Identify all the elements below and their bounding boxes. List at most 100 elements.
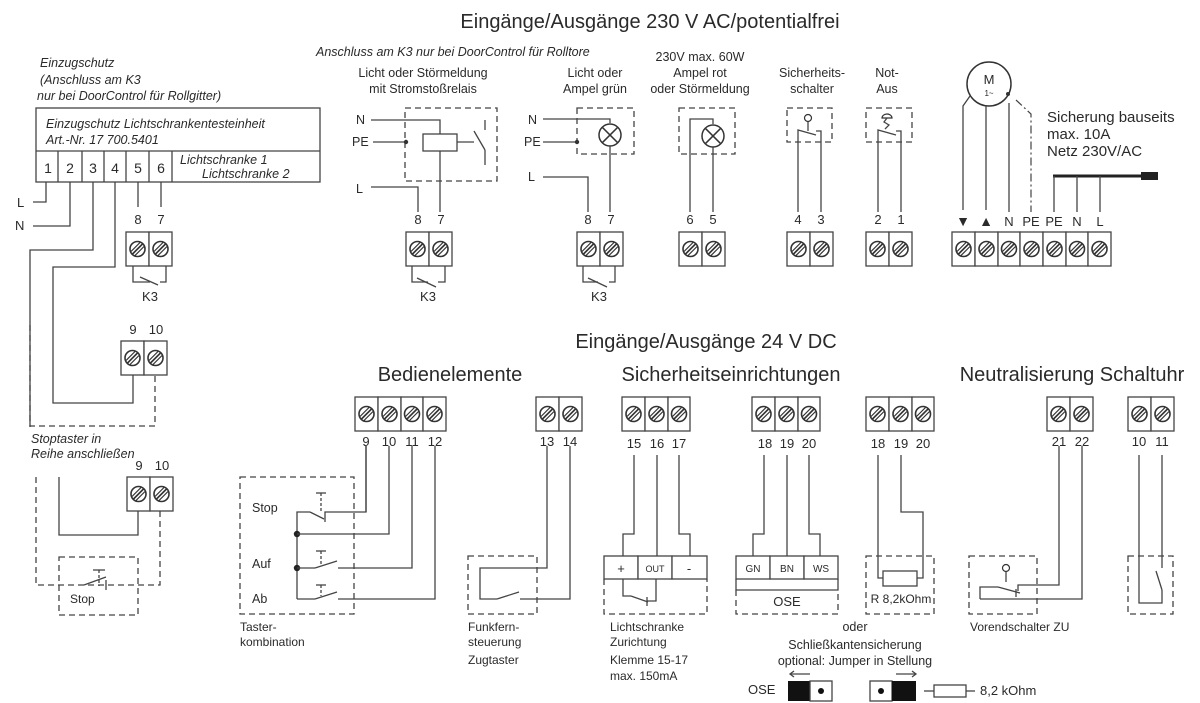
motor-pin-PE: PE xyxy=(1022,214,1040,229)
green-N: N xyxy=(528,113,537,127)
taster-ab: Ab xyxy=(252,592,267,606)
einzug-note-1: Einzugschutz xyxy=(40,56,115,70)
neutralisierung-title: Neutralisierung Schaltuhr xyxy=(960,364,1185,386)
taster-pin-12: 12 xyxy=(428,434,442,449)
relay-output: Licht oder Störmeldung mit Stromstoßrela… xyxy=(352,66,498,304)
ls-pin-16: 16 xyxy=(650,436,664,451)
green-k3-label: K3 xyxy=(591,289,607,304)
estop-pin-2: 2 xyxy=(874,212,881,227)
motor-symbol: M xyxy=(984,72,995,87)
ose-pin-18: 18 xyxy=(758,436,772,451)
lamp-icon xyxy=(598,123,622,147)
terminal-block-motor xyxy=(951,231,1112,267)
mains-plug-icon xyxy=(1141,172,1158,180)
pin-3: 3 xyxy=(89,160,97,176)
red-label-1: 230V max. 60W xyxy=(656,50,745,64)
uhr-pin-10: 10 xyxy=(1132,434,1146,449)
ls-test-unit xyxy=(35,107,321,183)
ac-section-title: Eingänge/Ausgänge 230 V AC/potentialfrei xyxy=(460,11,839,33)
funk-label-3: Zugtaster xyxy=(468,653,519,667)
terminal-9b-label: 9 xyxy=(135,458,142,473)
safety-pin-3: 3 xyxy=(817,212,824,227)
green-pin-7: 7 xyxy=(607,212,614,227)
jumper-options: oder Schließkantensicherung optional: Ju… xyxy=(748,620,1036,702)
funk-pin-14: 14 xyxy=(563,434,577,449)
terminal-block-9-10 xyxy=(120,340,168,376)
pin-2: 2 xyxy=(66,160,74,176)
vorendschalter: 21 22 Vorendschalter ZU xyxy=(968,396,1094,634)
lichtschranke: 15 16 17 + OUT - Lichtschranke Zurichtun… xyxy=(603,396,708,683)
safety-pin-4: 4 xyxy=(794,212,801,227)
ls-pin-17: 17 xyxy=(672,436,686,451)
green-light-output: Licht oder Ampel grün N PE L 8 7 K3 xyxy=(524,66,635,304)
mains-pin-N: N xyxy=(1072,214,1081,229)
ls-test-unit-art: Art.-Nr. 17 700.5401 xyxy=(45,133,159,147)
einzugschutz-block: Einzugschutz (Anschluss am K3 nur bei Do… xyxy=(15,56,321,616)
vor-pin-21: 21 xyxy=(1052,434,1066,449)
motor-icon xyxy=(966,61,1012,107)
relay-k3-label: K3 xyxy=(420,289,436,304)
pin-5: 5 xyxy=(134,160,142,176)
green-pin-8: 8 xyxy=(584,212,591,227)
safety-switch: Sicherheits- schalter 4 3 xyxy=(779,66,845,267)
ose-cell-ws: WS xyxy=(813,564,829,575)
motor-mains: M 1~ Sicherung bauseits max. 10A Netz 23… xyxy=(951,61,1175,267)
taster-auf: Auf xyxy=(252,557,271,571)
ls-cell-minus: - xyxy=(687,561,691,576)
funk-label-1: Funkfern- xyxy=(468,620,519,634)
sks-label-2: optional: Jumper in Stellung xyxy=(778,654,932,668)
res-pin-18: 18 xyxy=(871,436,885,451)
k3-contact xyxy=(132,266,150,283)
lichtschranke-1: Lichtschranke 1 xyxy=(180,153,268,167)
taster-label-2: kombination xyxy=(240,635,305,649)
pin-4: 4 xyxy=(111,160,119,176)
resistor-icon xyxy=(933,684,967,698)
estop-label-2: Aus xyxy=(876,82,898,96)
ose-pin-19: 19 xyxy=(780,436,794,451)
safety-label-2: schalter xyxy=(790,82,834,96)
terminal-8-label: 8 xyxy=(134,212,141,227)
green-label-1: Licht oder xyxy=(568,66,623,80)
terminal-block-8-7 xyxy=(125,231,173,267)
red-pin-6: 6 xyxy=(686,212,693,227)
ose-sensor: 18 19 20 GN BN WS OSE xyxy=(735,396,839,615)
ose-cell-gn: GN xyxy=(746,564,761,575)
mains-pin-PE: PE xyxy=(1045,214,1063,229)
green-PE: PE xyxy=(524,135,541,149)
ls-cell-out: OUT xyxy=(646,564,666,574)
einzug-note-2: (Anschluss am K3 xyxy=(40,73,141,87)
funkfernsteuerung: 13 14 Funkfern- steuerung Zugtaster xyxy=(467,396,583,667)
terminal-9-label: 9 xyxy=(129,322,136,337)
red-pin-5: 5 xyxy=(709,212,716,227)
uhr-pin-11: 11 xyxy=(1155,434,1169,449)
terminal-10b-label: 10 xyxy=(155,458,169,473)
res-pin-20: 20 xyxy=(916,436,930,451)
relay-label-2: mit Stromstoßrelais xyxy=(369,82,477,96)
relay-L: L xyxy=(356,182,363,196)
k3-note: Anschluss am K3 nur bei DoorControl für … xyxy=(315,45,590,59)
lamp-icon xyxy=(701,124,725,148)
einzug-note-3: nur bei DoorControl für Rollgitter) xyxy=(37,89,221,103)
estop-label-1: Not- xyxy=(875,66,899,80)
relay-PE: PE xyxy=(352,135,369,149)
res-label: R 8,2kOhm xyxy=(871,592,932,606)
funk-label-2: steuerung xyxy=(468,635,521,649)
stop-button-box xyxy=(58,556,139,616)
einzug-L: L xyxy=(17,195,24,210)
schaltuhr: 10 11 xyxy=(1127,396,1175,615)
k3-label: K3 xyxy=(142,289,158,304)
jumper-res-label: 8,2 kOhm xyxy=(980,683,1036,698)
bedienelemente-title: Bedienelemente xyxy=(378,364,523,386)
red-label-3: oder Störmeldung xyxy=(650,82,749,96)
ls-label-1: Lichtschranke xyxy=(610,620,684,634)
ose-cell-bn: BN xyxy=(780,564,794,575)
taster-stop: Stop xyxy=(252,501,278,515)
pin-6: 6 xyxy=(157,160,165,176)
terminal-7-label: 7 xyxy=(157,212,164,227)
mains-line-1: Sicherung bauseits xyxy=(1047,109,1175,126)
green-label-2: Ampel grün xyxy=(563,82,627,96)
ls-label-4: max. 150mA xyxy=(610,669,677,683)
oder-label: oder xyxy=(842,620,867,634)
terminal-10-label: 10 xyxy=(149,322,163,337)
vor-pin-22: 22 xyxy=(1075,434,1089,449)
